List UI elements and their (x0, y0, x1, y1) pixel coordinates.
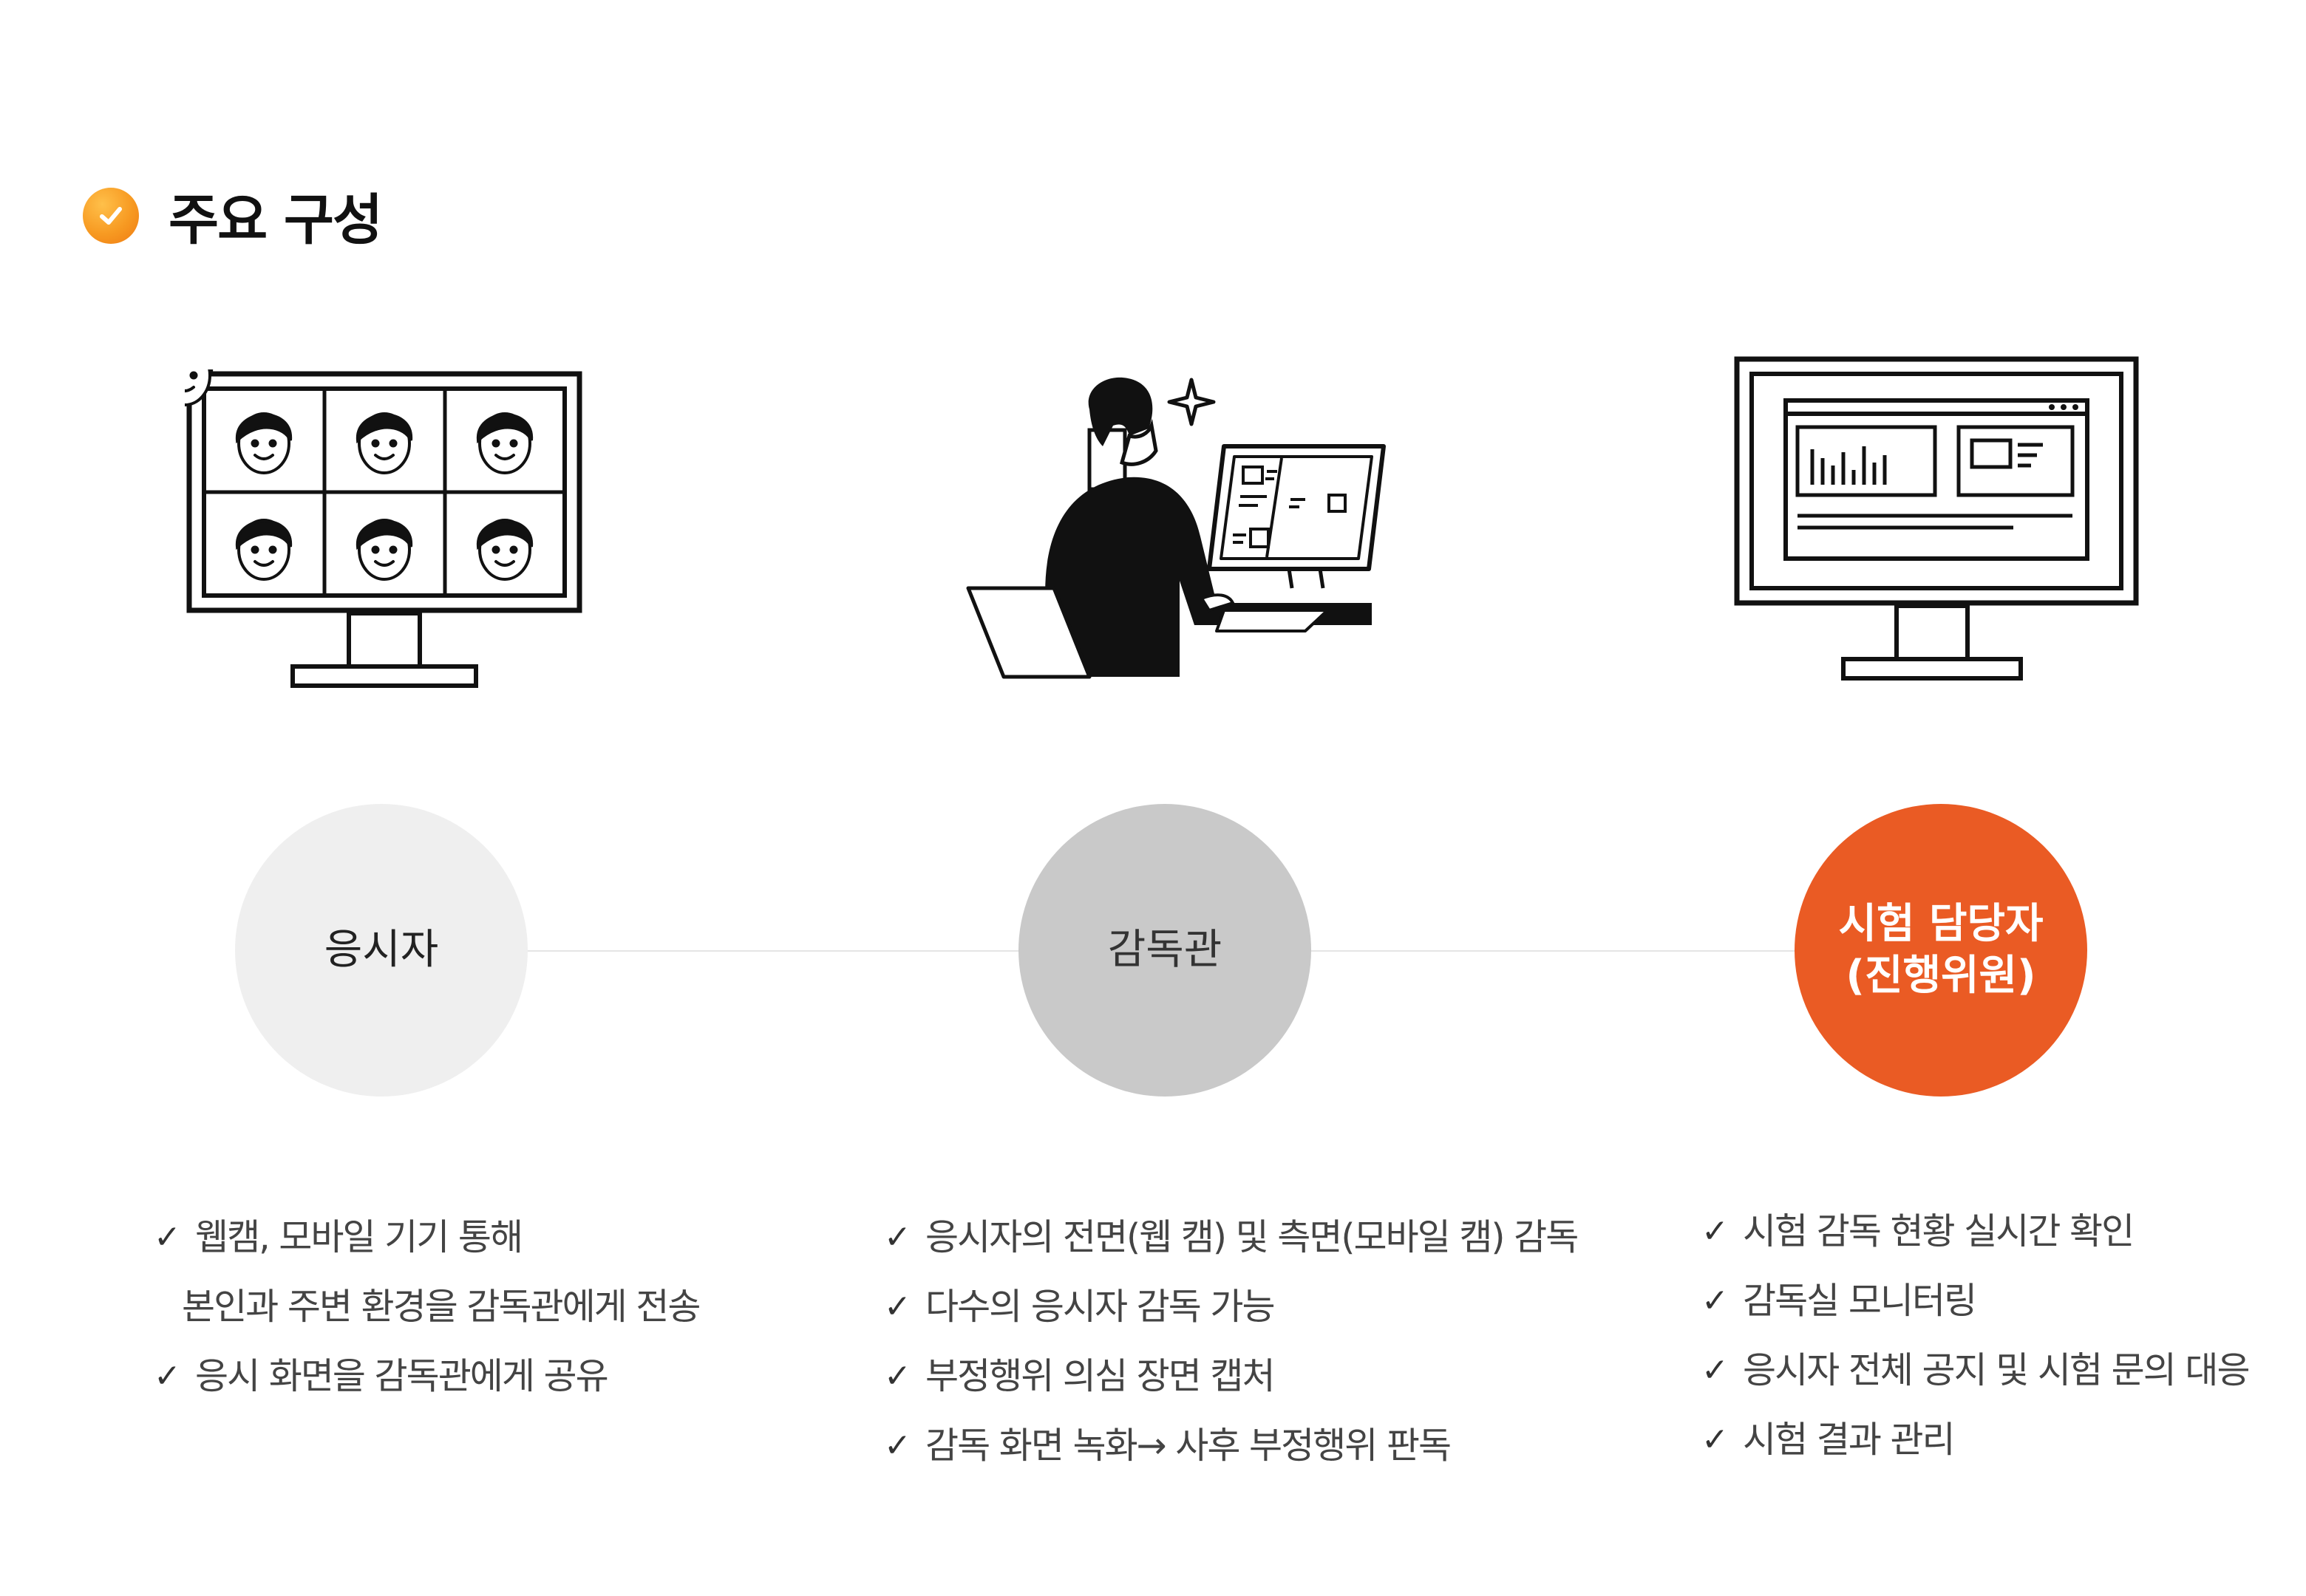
node-label: 시험 담당자 (1838, 900, 2044, 948)
list-item-text: 다수의 응시자 감독 가능 (925, 1286, 1276, 1328)
webcam-grid-monitor-icon (185, 369, 584, 695)
checkmark-icon: ✓ (884, 1427, 911, 1464)
checkmark-icon: ✓ (884, 1357, 911, 1395)
list-item: ✓ 응시자의 전면(웹 캠) 및 측면(모바일 캠) 감독 (884, 1203, 1579, 1272)
checkmark-icon: ✓ (1701, 1351, 1729, 1389)
supervisor-at-desk-icon (958, 359, 1401, 684)
list-item-text: 감독 화면 녹화→ 사후 부정행위 판독 (925, 1425, 1452, 1467)
node-sublabel: (진행위원) (1846, 952, 2036, 1000)
list-item-text: 시험 감독 현황 실시간 확인 (1743, 1210, 2135, 1252)
list-item-text: 시험 결과 관리 (1743, 1419, 1956, 1461)
list-item-text: 응시 화면을 감독관에게 공유 (195, 1355, 609, 1397)
node-exam-manager: 시험 담당자 (진행위원) (1795, 804, 2087, 1097)
list-item-text: 부정행위 의심 장면 캡처 (925, 1355, 1276, 1397)
list-item-text: 감독실 모니터링 (1743, 1280, 1977, 1322)
checkmark-icon: ✓ (1701, 1213, 1729, 1250)
list-item: ✓ 응시자 전체 공지 및 시험 문의 대응 (1701, 1336, 2251, 1405)
list-item: 본인과 주변 환경을 감독관에게 전송 (154, 1272, 701, 1342)
checkmark-icon: ✓ (884, 1288, 911, 1326)
supervisor-features-list: ✓ 응시자의 전면(웹 캠) 및 측면(모바일 캠) 감독 ✓ 다수의 응시자 … (884, 1203, 1579, 1481)
list-item-text: 응시자의 전면(웹 캠) 및 측면(모바일 캠) 감독 (925, 1216, 1579, 1258)
list-item: ✓ 감독 화면 녹화→ 사후 부정행위 판독 (884, 1411, 1577, 1481)
list-item-text: 웹캠, 모바일 기기 통해 (195, 1216, 523, 1258)
dashboard-monitor-icon (1732, 355, 2146, 687)
list-item: ✓ 다수의 응시자 감독 가능 (884, 1272, 1577, 1342)
list-item: ✓ 응시 화면을 감독관에게 공유 (154, 1342, 700, 1411)
exam-manager-features-list: ✓ 시험 감독 현황 실시간 확인 ✓ 감독실 모니터링 ✓ 응시자 전체 공지… (1701, 1197, 2251, 1475)
list-item: ✓ 시험 결과 관리 (1701, 1405, 2249, 1475)
checkmark-icon: ✓ (154, 1357, 181, 1395)
node-label: 응시자 (324, 926, 439, 974)
checkmark-icon: ✓ (154, 1218, 181, 1256)
checkmark-icon: ✓ (1701, 1421, 1729, 1459)
list-item: ✓ 시험 감독 현황 실시간 확인 (1701, 1197, 2249, 1266)
checkmark-icon: ✓ (1701, 1282, 1729, 1320)
node-supervisor: 감독관 (1018, 804, 1311, 1097)
list-item-continuation: 본인과 주변 환경을 감독관에게 전송 (182, 1286, 701, 1328)
section-heading: 주요 구성 (83, 176, 383, 255)
node-label: 감독관 (1107, 926, 1222, 974)
page-title: 주요 구성 (169, 188, 383, 252)
check-badge-icon (83, 187, 139, 244)
list-item-text: 응시자 전체 공지 및 시험 문의 대응 (1743, 1349, 2251, 1391)
list-item: ✓ 웹캠, 모바일 기기 통해 (154, 1203, 700, 1272)
list-item: ✓ 부정행위 의심 장면 캡처 (884, 1342, 1577, 1411)
checkmark-icon: ✓ (884, 1218, 911, 1256)
list-item: ✓ 감독실 모니터링 (1701, 1266, 2249, 1336)
examinee-features-list: ✓ 웹캠, 모바일 기기 통해 본인과 주변 환경을 감독관에게 전송 ✓ 응시… (154, 1203, 701, 1411)
node-examinee: 응시자 (235, 804, 528, 1097)
